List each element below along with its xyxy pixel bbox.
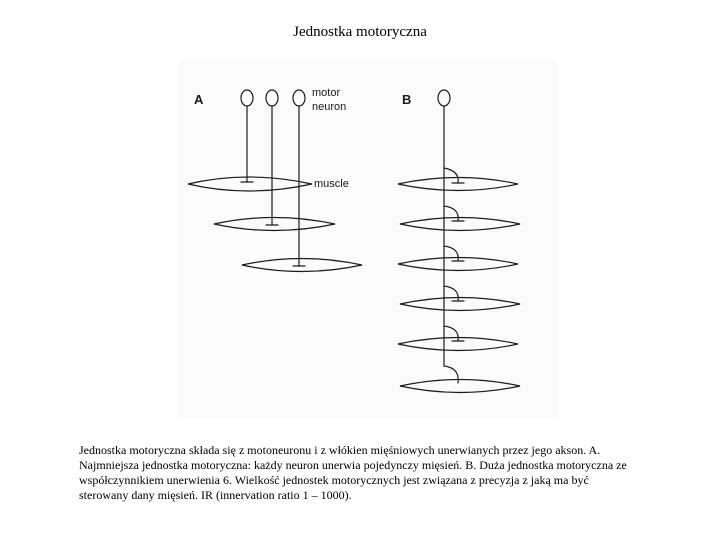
slide-title: Jednostka motoryczna — [0, 24, 720, 41]
muscle-fiber-a2 — [214, 218, 335, 231]
panel-b-neuron — [438, 90, 464, 383]
panel-a-muscle-fibers — [188, 177, 362, 272]
muscle-fiber-a3 — [242, 259, 362, 272]
branch-b5 — [444, 286, 458, 341]
muscle-fiber-b6 — [400, 380, 520, 393]
neuron-soma-a1 — [241, 90, 253, 106]
branch-b3 — [444, 206, 458, 261]
motor-neuron-label-line2: neuron — [312, 101, 346, 113]
muscle-fiber-b2 — [400, 218, 520, 231]
muscle-fiber-b4 — [400, 298, 520, 311]
panel-b-muscle-fibers — [398, 178, 520, 393]
motor-unit-diagram-svg: A B motor neuron muscle — [178, 58, 558, 418]
figure-caption: Jednostka motoryczna składa się z motone… — [79, 443, 639, 503]
panel-b-label: B — [402, 92, 411, 107]
branch-b1 — [444, 168, 458, 183]
muscle-fiber-a1 — [188, 177, 312, 191]
branch-b2 — [444, 168, 458, 221]
panel-a-label: A — [194, 92, 204, 107]
neuron-soma-a2 — [266, 90, 278, 106]
branch-b4 — [444, 246, 458, 301]
neuron-soma-a3 — [293, 90, 305, 106]
muscle-label: muscle — [314, 178, 349, 190]
branch-b6 — [444, 326, 458, 383]
motor-neuron-label-line1: motor — [312, 87, 340, 99]
neuron-soma-b — [438, 90, 450, 106]
motor-unit-diagram: A B motor neuron muscle — [178, 58, 558, 418]
